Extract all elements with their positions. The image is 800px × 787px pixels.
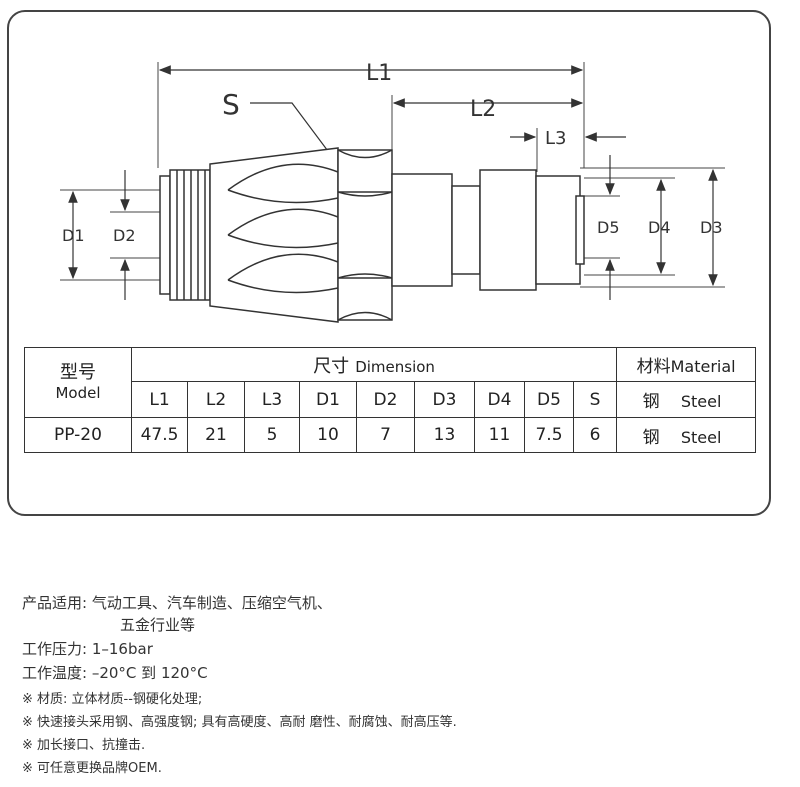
- bullet-material: ※ 材质: 立体材质--钢硬化处理;: [22, 692, 203, 707]
- application-line-2: 五金行业等: [120, 616, 196, 634]
- application-label: 产品适用:: [22, 594, 88, 612]
- pressure-value: 1–16bar: [91, 640, 153, 658]
- label-d4: D4: [648, 218, 671, 237]
- temperature-value: –20°C 到 120°C: [91, 664, 208, 682]
- value-cell: 5: [244, 417, 300, 453]
- material-subheader: 钢 Steel: [616, 381, 757, 418]
- material-cell-en: Steel: [680, 427, 722, 447]
- table-row: PP-20 47.5 21 5 10 7 13 11 7.5 6 钢 Steel: [24, 417, 757, 453]
- material-cell-cn: 钢: [642, 427, 660, 448]
- application-line: 产品适用: 气动工具、汽车制造、压缩空气机、: [22, 592, 332, 613]
- material-header-cn: 材料: [636, 357, 671, 377]
- value-cell: 21: [187, 417, 245, 453]
- application-text: 气动工具、汽车制造、压缩空气机、: [91, 594, 332, 612]
- spec-table: 型号 Model 尺寸 Dimension 材料Material L1 L2 L3…: [24, 347, 757, 453]
- label-l3: L3: [545, 128, 566, 149]
- model-header: 型号 Model: [24, 347, 132, 418]
- material-subheader-en: Steel: [680, 392, 722, 411]
- column-header: S: [572, 381, 618, 418]
- value-cell: 6: [572, 417, 618, 453]
- dimension-header-en: Dimension: [355, 357, 435, 376]
- label-l2: L2: [470, 97, 496, 122]
- coupler-body: [159, 147, 585, 323]
- pressure-label: 工作压力:: [22, 640, 88, 658]
- material-cell: 钢 Steel: [616, 417, 757, 453]
- label-s: S: [222, 88, 240, 121]
- label-d5: D5: [597, 218, 620, 237]
- bullet-oem: ※ 可任意更换品牌OEM.: [22, 761, 162, 776]
- model-header-en: Model: [55, 383, 101, 402]
- bullet-impact: ※ 加长接口、抗撞击.: [22, 738, 146, 753]
- temperature-line: 工作温度: –20°C 到 120°C: [22, 662, 208, 683]
- model-cell: PP-20: [24, 417, 132, 453]
- dimension-lines: [68, 65, 718, 300]
- column-header: L2: [187, 381, 245, 418]
- bullet-features: ※ 快速接头采用钢、高强度钢; 具有高硬度、高耐 磨性、耐腐蚀、耐高压等.: [22, 715, 457, 730]
- material-header: 材料Material: [616, 347, 757, 382]
- pressure-line: 工作压力: 1–16bar: [22, 638, 153, 659]
- material-subheader-cn: 钢: [642, 392, 660, 412]
- extension-lines: [60, 62, 725, 288]
- value-cell: 10: [299, 417, 357, 453]
- dimension-header: 尺寸 Dimension: [130, 347, 618, 382]
- temperature-label: 工作温度:: [22, 664, 88, 682]
- model-header-cn: 型号: [60, 361, 96, 383]
- value-cell: 7: [356, 417, 415, 453]
- spec-panel: [7, 10, 771, 516]
- label-l1: L1: [366, 61, 392, 86]
- label-d3: D3: [700, 218, 723, 237]
- material-header-en: Material: [670, 357, 736, 376]
- dimension-header-cn: 尺寸: [313, 355, 350, 377]
- label-d1: D1: [62, 226, 85, 245]
- column-header: D4: [474, 381, 525, 418]
- value-cell: 47.5: [131, 417, 188, 453]
- column-header: D5: [524, 381, 574, 418]
- value-cell: 11: [474, 417, 525, 453]
- dimension-labels: L1 L2 L3 S D1 D2 D3 D4 D5: [62, 61, 723, 245]
- column-header: D2: [356, 381, 415, 418]
- column-header: D1: [299, 381, 357, 418]
- column-header: L1: [131, 381, 188, 418]
- column-header: L3: [244, 381, 300, 418]
- value-cell: 7.5: [524, 417, 574, 453]
- column-header: D3: [414, 381, 475, 418]
- value-cell: 13: [414, 417, 475, 453]
- label-d2: D2: [113, 226, 136, 245]
